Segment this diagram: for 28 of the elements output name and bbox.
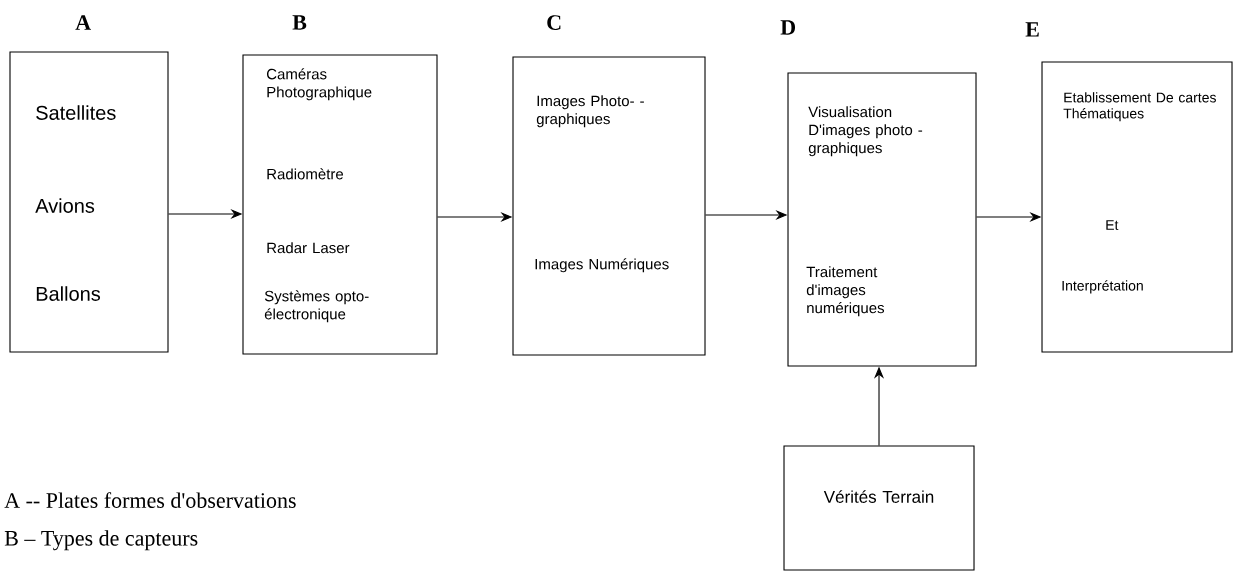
box-text: Avions <box>35 198 95 213</box>
box-text: Images Photo- -graphiques <box>536 95 644 128</box>
column-letter: C <box>547 15 561 30</box>
legend-note: B – Types de capteurs <box>4 530 198 551</box>
process-box <box>242 15 438 355</box>
box-text: Vérités Terrain <box>823 490 934 503</box>
column-letter: B <box>292 15 307 30</box>
box-text: Visualisation D'images photo -graphiques <box>808 106 923 157</box>
box-text: Satellites <box>36 105 116 120</box>
process-box <box>1025 22 1233 353</box>
box-text: Images Numériques <box>535 258 669 273</box>
process-box <box>9 15 169 353</box>
column-letter: A <box>75 15 91 30</box>
process-box <box>780 20 977 367</box>
box-text: Traitement d'images numériques <box>806 266 884 317</box>
legend-note: A -- Plates formes d'observations <box>4 492 296 508</box>
box-text: Et <box>1106 220 1119 230</box>
column-letter: E <box>1025 22 1039 37</box>
process-box <box>512 15 706 356</box>
box-text: Interprétation <box>1062 280 1143 294</box>
box-text: Radar Laser <box>267 242 350 254</box>
process-box <box>783 445 975 571</box>
box-text: Systèmes opto- électronique <box>264 290 369 323</box>
box-text: Radiomètre <box>267 168 344 180</box>
box-text: Caméras Photographique <box>266 68 372 101</box>
column-letter: D <box>780 20 796 35</box>
box-text: Ballons <box>36 286 101 301</box>
box-text: Etablissement De cartes Thématiques <box>1063 92 1216 122</box>
